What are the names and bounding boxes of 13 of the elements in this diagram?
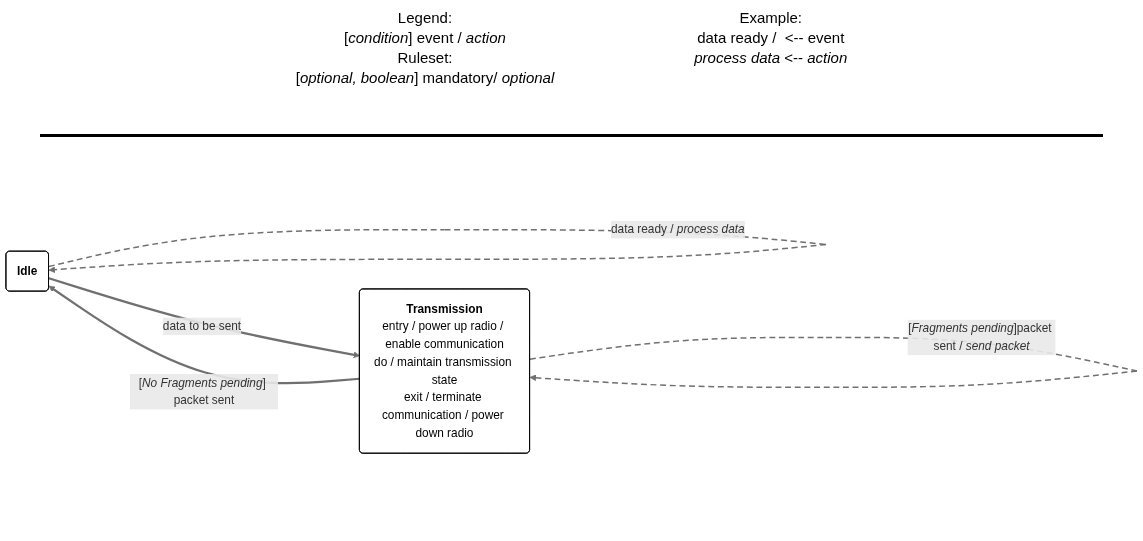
arrow (48, 285, 360, 385)
legend-text: data ready / <-- event (697, 28, 845, 48)
legend-text: Example: (739, 8, 802, 28)
edge-label: [Fragments pending]packet sent / send packet (908, 321, 1052, 353)
edge-label: data ready / process data (611, 223, 745, 236)
legend-text: [condition] event / action (344, 28, 506, 48)
legend-text: process data <-- action (694, 48, 848, 68)
arrow (48, 277, 361, 358)
legend-text: Ruleset: (397, 48, 453, 68)
legend-text: Legend: (397, 8, 453, 28)
edge-label: [No Fragments pending] packet sent (138, 376, 266, 407)
edge-label: data to be sent (162, 319, 242, 333)
legend-text: [optional, boolean] mandatory/ optional (295, 68, 555, 88)
